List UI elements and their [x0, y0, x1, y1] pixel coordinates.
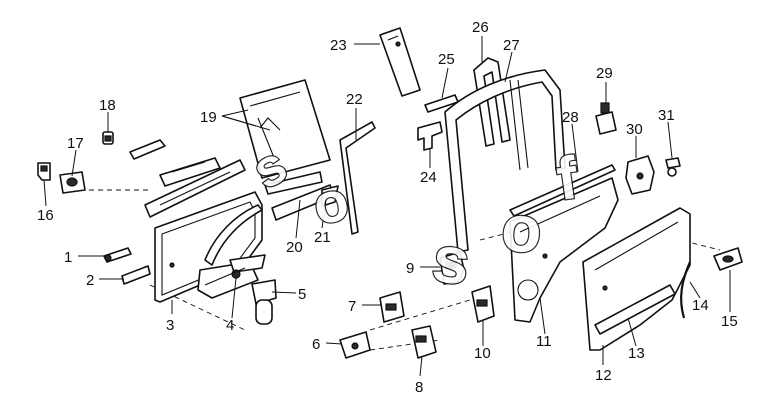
callout-26: 26	[472, 19, 489, 36]
callout-30: 30	[626, 121, 643, 138]
trim-strips	[129, 139, 246, 218]
part-18-lock-knob	[102, 131, 114, 145]
part-30-latch	[625, 155, 655, 195]
callout-17: 17	[67, 135, 84, 152]
svg-text:s: s	[428, 221, 475, 299]
part-8-hinge	[411, 325, 437, 359]
part-1-lever	[103, 247, 132, 263]
part-11-door-shell	[509, 177, 619, 323]
part-12-outer-panel	[582, 207, 691, 351]
callout-2: 2	[86, 272, 94, 289]
callouts: 1 2 3 4 5 6 7 8 9 10 11 12 13 14 15 16 1…	[37, 19, 738, 396]
callout-25: 25	[438, 51, 455, 68]
svg-text:o: o	[499, 190, 544, 267]
part-29-lock-cylinder	[595, 102, 617, 135]
callout-3: 3	[166, 317, 174, 334]
part-27-door-frame	[444, 69, 566, 253]
callout-20: 20	[286, 239, 303, 256]
part-19-door-glass	[239, 79, 331, 179]
part-31-striker	[665, 157, 681, 177]
callout-6: 6	[312, 336, 320, 353]
callout-31: 31	[658, 107, 675, 124]
part-24-bracket	[417, 121, 443, 151]
callout-22: 22	[346, 91, 363, 108]
callout-14: 14	[692, 297, 709, 314]
callout-1: 1	[64, 249, 72, 266]
callout-27: 27	[503, 37, 520, 54]
part-2-plate	[121, 265, 151, 285]
callout-5: 5	[298, 286, 306, 303]
callout-18: 18	[99, 97, 116, 114]
callout-4: 4	[226, 317, 234, 334]
callout-16: 16	[37, 207, 54, 224]
part-7-hinge	[379, 291, 405, 323]
callout-29: 29	[596, 65, 613, 82]
part-16-clip	[37, 162, 51, 181]
callout-23: 23	[330, 37, 347, 54]
callout-13: 13	[628, 345, 645, 362]
callout-28: 28	[562, 109, 579, 126]
part-13-side-moulding	[594, 284, 676, 335]
callout-21: 21	[314, 229, 331, 246]
part-17-handle-bezel	[59, 171, 86, 194]
callout-19: 19	[200, 109, 217, 126]
callout-12: 12	[595, 367, 612, 384]
part-15-outer-handle	[713, 247, 743, 271]
part-22-run-channel	[339, 121, 376, 235]
part-4-window-regulator	[197, 204, 266, 299]
part-5-regulator-motor	[251, 279, 277, 325]
part-10-check-link	[471, 285, 495, 323]
part-23-fixed-glass	[379, 27, 421, 97]
callout-8: 8	[415, 379, 423, 396]
callout-15: 15	[721, 313, 738, 330]
part-14-edge-seal	[680, 261, 692, 319]
callout-11: 11	[536, 333, 552, 350]
callout-10: 10	[474, 345, 491, 362]
part-6-hinge	[339, 331, 371, 359]
callout-7: 7	[348, 298, 356, 315]
part-28-belt-moulding	[509, 164, 616, 217]
callout-24: 24	[420, 169, 437, 186]
part-9-hinge	[439, 251, 465, 285]
callout-9: 9	[406, 260, 414, 277]
part-26-weatherstrip	[473, 57, 511, 147]
leader-lines	[43, 36, 731, 377]
